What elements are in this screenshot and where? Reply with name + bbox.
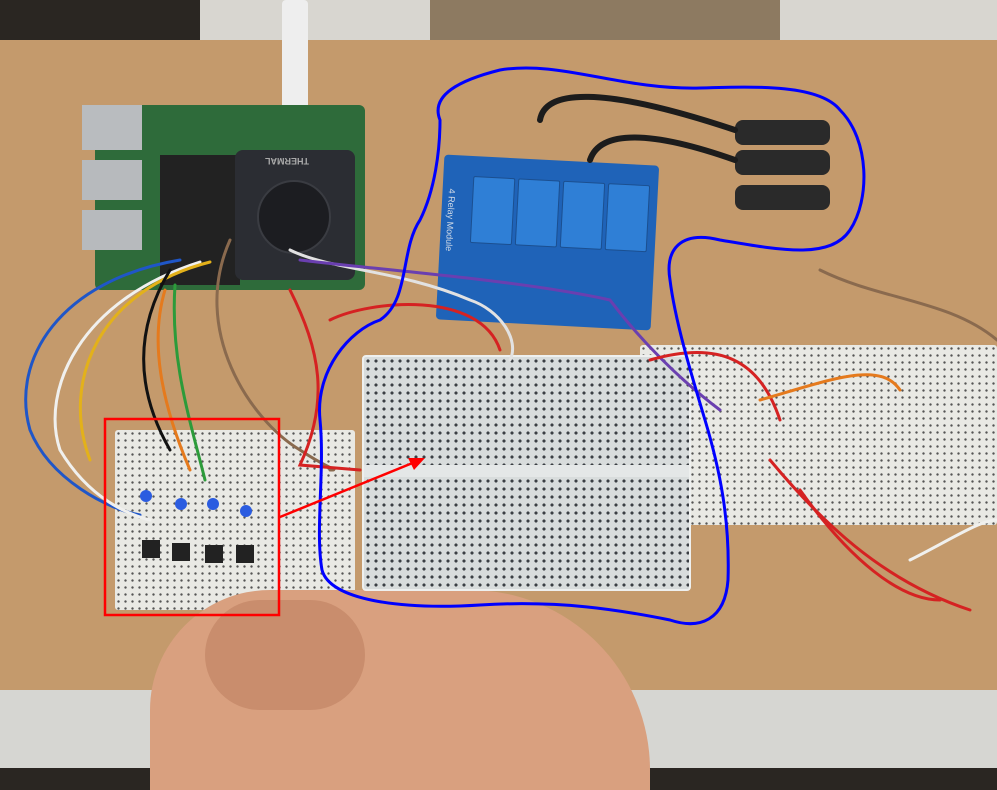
push-button — [205, 545, 223, 563]
wire — [758, 373, 902, 402]
wire — [215, 238, 336, 472]
dc-connector — [735, 185, 830, 210]
blue-led — [240, 505, 252, 517]
usb-cable — [282, 0, 308, 115]
usb-port — [82, 210, 142, 250]
dc-connector — [735, 150, 830, 175]
usb-port — [82, 160, 142, 200]
wire — [648, 351, 782, 422]
wire — [24, 258, 182, 517]
wire — [156, 288, 192, 472]
wire — [142, 268, 172, 452]
wire — [78, 260, 212, 462]
wire — [908, 518, 997, 562]
thumb — [205, 600, 365, 710]
blue-led — [207, 498, 219, 510]
push-button — [172, 543, 190, 561]
cooling-fan: THERMAL — [235, 150, 355, 280]
blue-led — [175, 498, 187, 510]
wire — [328, 303, 502, 352]
red-annotation-arrow — [279, 460, 416, 519]
wire — [288, 288, 362, 472]
left-breadboard — [115, 430, 355, 610]
wire — [53, 260, 202, 522]
blue-annotation-outline — [317, 66, 866, 626]
push-button — [142, 540, 160, 558]
wire — [768, 458, 972, 612]
arrow-head-icon — [408, 458, 425, 470]
breadboard-center-channel — [364, 465, 689, 477]
wire — [798, 488, 942, 602]
wire — [172, 283, 207, 482]
ethernet-port — [82, 105, 142, 150]
right-breadboard — [640, 345, 997, 525]
dc-cable — [587, 134, 738, 163]
wires-and-annotations — [24, 66, 997, 626]
wire — [818, 268, 997, 342]
fan-icon — [257, 180, 331, 254]
blue-led — [140, 490, 152, 502]
push-button — [236, 545, 254, 563]
red-annotation-box — [103, 417, 281, 617]
dc-cable — [537, 93, 738, 133]
dc-connector — [735, 120, 830, 145]
wire — [298, 258, 722, 412]
